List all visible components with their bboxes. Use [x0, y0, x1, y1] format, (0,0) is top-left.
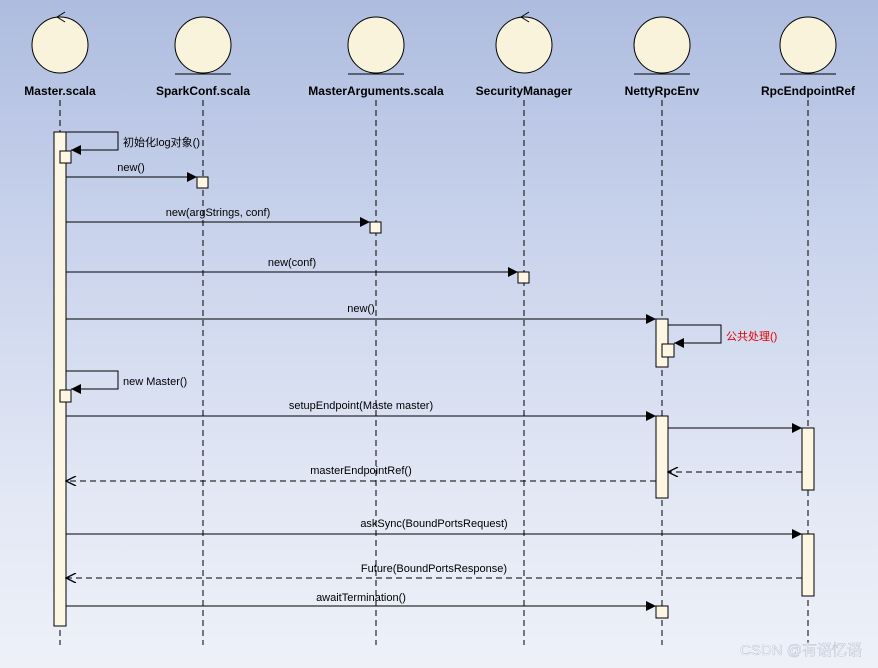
message-new-masterarguments: new(argStrings, conf)	[66, 207, 370, 227]
control-icon	[31, 16, 89, 74]
message-master-endpoint-ref: masterEndpointRef()	[66, 465, 656, 481]
activation-bar-masterarguments	[369, 221, 382, 234]
control-arrow-icon	[520, 11, 530, 23]
lifeline-label: MasterArguments.scala	[308, 84, 444, 98]
message-new-master: new Master()	[66, 370, 187, 394]
lifeline-securitymanager: SecurityManager	[476, 11, 573, 645]
message-label: awaitTermination()	[316, 592, 406, 604]
lifeline-label: RpcEndpointRef	[761, 84, 856, 98]
lifeline-label: NettyRpcEnv	[625, 84, 700, 98]
message-init-log: 初始化log对象()	[66, 131, 200, 155]
lifeline-nettyrpcenv: NettyRpcEnv	[625, 16, 700, 645]
lifeline-sparkconf: SparkConf.scala	[156, 16, 250, 645]
message-label: setupEndpoint(Maste master)	[289, 400, 433, 412]
activation-bar-nettyrpcenv-3	[655, 605, 669, 619]
message-new-securitymanager: new(conf)	[66, 257, 518, 277]
self-call-arrow	[66, 131, 119, 155]
lifeline-label: SecurityManager	[476, 84, 573, 98]
control-icon	[495, 16, 553, 74]
message-label: new(argStrings, conf)	[166, 207, 271, 219]
message-label: 初始化log对象()	[123, 135, 200, 149]
activation-bar-rpcendpointref-2	[801, 533, 815, 597]
message-label: Future(BoundPortsResponse)	[361, 563, 507, 575]
control-arrow-icon	[56, 11, 66, 23]
watermark: CSDN @有语忆语	[740, 642, 862, 659]
message-setup-endpoint: setupEndpoint(Maste master)	[66, 400, 656, 421]
message-label: 公共处理()	[726, 330, 777, 343]
entity-icon	[779, 16, 837, 74]
message-label: new()	[117, 162, 145, 174]
message-future-response: Future(BoundPortsResponse)	[66, 563, 802, 578]
entity-icon	[347, 16, 405, 74]
activation-bar-nettyrpcenv-self	[661, 343, 675, 358]
lifeline-masterarguments: MasterArguments.scala	[308, 16, 444, 645]
lifeline-master: Master.scala	[24, 11, 96, 645]
message-label: new(conf)	[268, 257, 316, 269]
lifeline-label: SparkConf.scala	[156, 84, 250, 98]
entity-icon	[633, 16, 691, 74]
self-call-arrow	[668, 324, 722, 348]
activation-bar-sparkconf	[196, 176, 209, 189]
activation-bar-rpcendpointref-1	[801, 427, 815, 491]
activation-bar-master	[53, 131, 67, 627]
message-new-sparkconf: new()	[66, 162, 197, 182]
message-common-processing: 公共处理()	[668, 324, 777, 348]
message-label: askSync(BoundPortsRequest)	[360, 518, 507, 530]
entity-icon	[174, 16, 232, 74]
activation-bar-securitymanager	[517, 271, 530, 284]
activation-bar-nettyrpcenv-1	[655, 318, 669, 368]
lifeline-label: Master.scala	[24, 84, 96, 98]
message-label: masterEndpointRef()	[310, 465, 412, 477]
self-call-arrow	[66, 370, 119, 394]
activation-bar-master-log	[59, 150, 72, 164]
activation-bar-nettyrpcenv-2	[655, 415, 669, 499]
message-await-termination: awaitTermination()	[66, 592, 656, 611]
message-label: new()	[347, 303, 375, 315]
message-new-nettyrpcenv: new()	[66, 303, 656, 324]
activation-bar-master-new	[59, 389, 72, 403]
message-ask-sync: askSync(BoundPortsRequest)	[66, 518, 802, 539]
message-label: new Master()	[123, 376, 187, 388]
lifeline-rpcendpointref: RpcEndpointRef	[761, 16, 856, 645]
